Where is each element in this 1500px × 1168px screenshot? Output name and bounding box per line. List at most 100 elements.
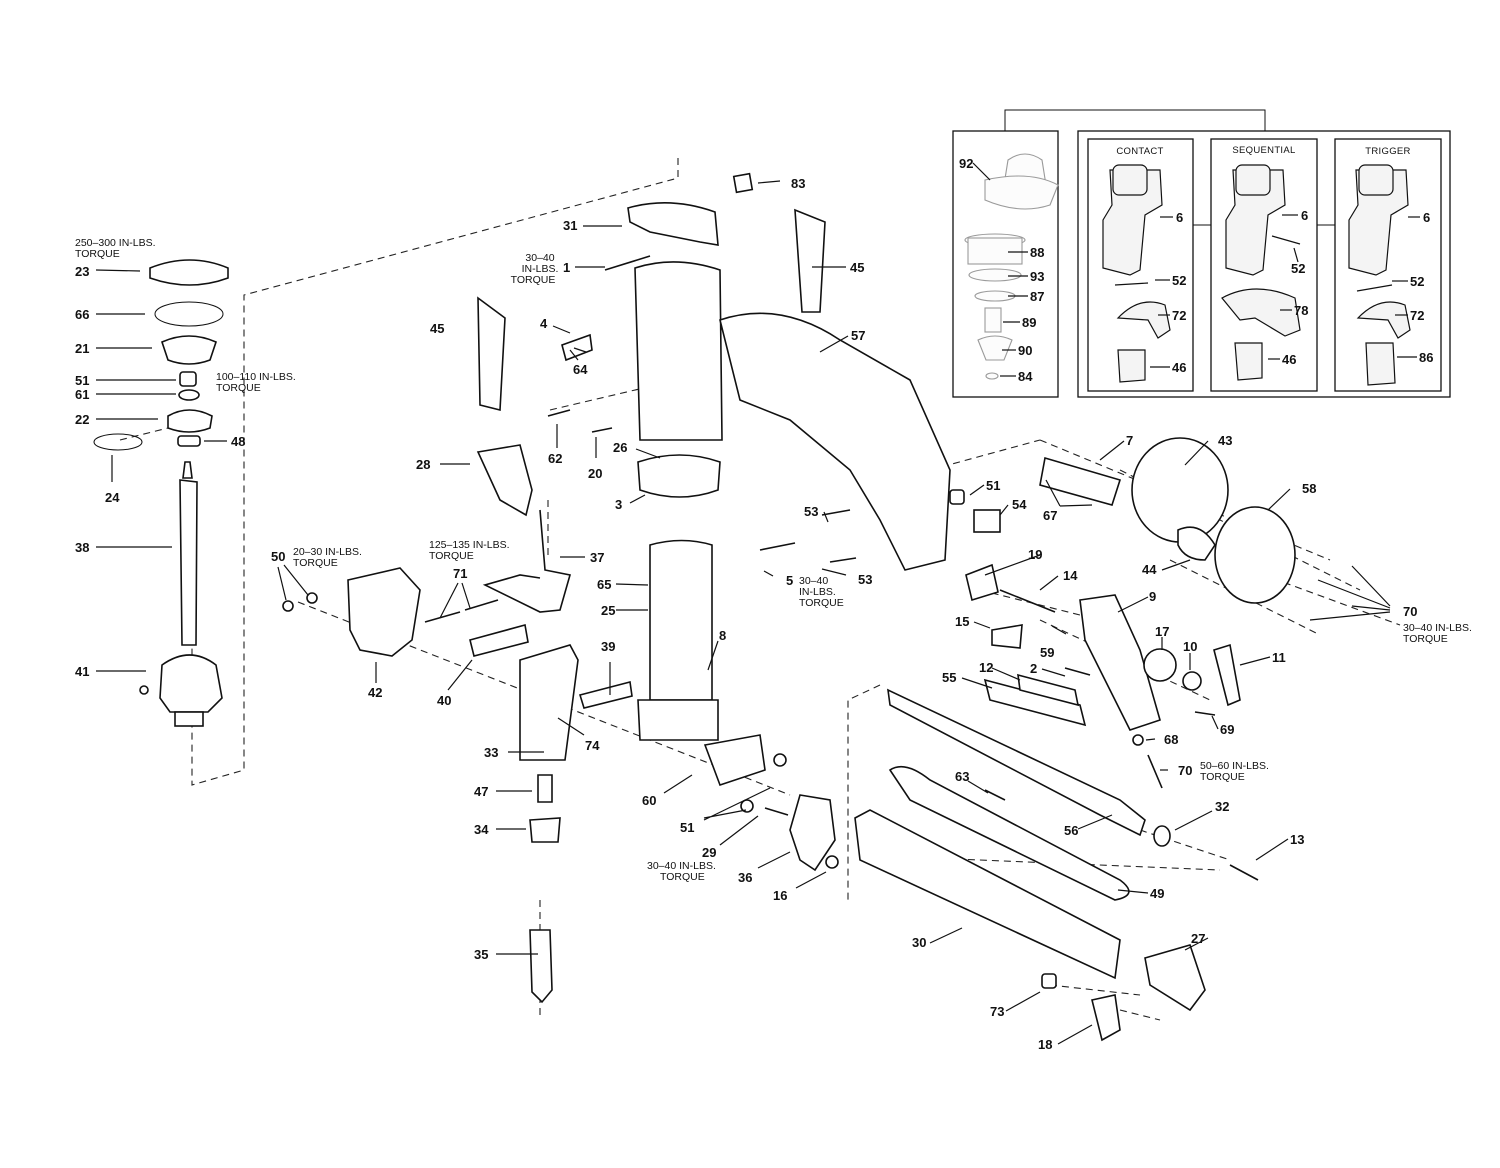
part-label-35: 35 xyxy=(474,947,488,962)
left-piston-stack xyxy=(93,259,229,727)
part-label-15: 15 xyxy=(955,614,969,629)
assembly-guide-lines xyxy=(119,158,1401,1021)
part-label-14: 14 xyxy=(1063,568,1078,583)
torque-note-50-line2: TORQUE xyxy=(293,557,338,569)
upper-body-parts xyxy=(477,172,951,571)
torque-note-70b-line2: TORQUE xyxy=(1200,771,1245,783)
torque-note-70a-line1: 30–40 IN-LBS. xyxy=(1403,622,1472,634)
part-label-70-right: 70 xyxy=(1403,604,1417,619)
part-label-45-right: 45 xyxy=(850,260,864,275)
torque-note-1-line1: 30–40 xyxy=(525,252,554,264)
torque-note-71-line2: TORQUE xyxy=(429,550,474,562)
torque-note-23-line2: TORQUE xyxy=(75,248,120,260)
leader-lines xyxy=(95,162,1420,1045)
part-label-44: 44 xyxy=(1142,562,1157,577)
part-label-57: 57 xyxy=(851,328,865,343)
part-label-90: 90 xyxy=(1018,343,1032,358)
inset-box-cylinder-cap xyxy=(952,130,1059,398)
part-label-32: 32 xyxy=(1215,799,1229,814)
part-label-16: 16 xyxy=(773,888,787,903)
part-label-sequential-78: 78 xyxy=(1294,303,1308,318)
part-label-sequential-46: 46 xyxy=(1282,352,1296,367)
part-label-17: 17 xyxy=(1155,624,1169,639)
part-label-65: 65 xyxy=(597,577,611,592)
part-label-36: 36 xyxy=(738,870,752,885)
mode-title-contact: CONTACT xyxy=(1116,146,1163,157)
torque-note-71-line1: 125–135 IN-LBS. xyxy=(429,539,510,551)
torque-note-1-line3: TORQUE xyxy=(511,274,556,286)
right-body-parts xyxy=(759,437,1296,1042)
part-label-83: 83 xyxy=(791,176,805,191)
part-label-trigger-6: 6 xyxy=(1423,210,1430,225)
inset-cap-parts xyxy=(964,153,1059,380)
inset-bracket xyxy=(952,109,1451,398)
part-label-sequential-52: 52 xyxy=(1291,261,1305,276)
part-label-53-top: 53 xyxy=(804,504,818,519)
part-label-89: 89 xyxy=(1022,315,1036,330)
part-label-40: 40 xyxy=(437,693,451,708)
torque-note-23-line1: 250–300 IN-LBS. xyxy=(75,237,156,249)
part-label-62: 62 xyxy=(548,451,562,466)
part-label-7: 7 xyxy=(1126,433,1133,448)
part-label-3: 3 xyxy=(615,497,622,512)
torque-notes: 250–300 IN-LBS. TORQUE 100–110 IN-LBS. T… xyxy=(75,237,1472,883)
part-label-8: 8 xyxy=(719,628,726,643)
part-label-23: 23 xyxy=(75,264,89,279)
part-label-66: 66 xyxy=(75,307,89,322)
part-label-74: 74 xyxy=(585,738,600,753)
part-label-64: 64 xyxy=(573,362,588,377)
part-label-30: 30 xyxy=(912,935,926,950)
part-label-contact-72: 72 xyxy=(1172,308,1186,323)
middle-body-parts xyxy=(282,444,839,1004)
part-label-26: 26 xyxy=(613,440,627,455)
torque-note-51-line2: TORQUE xyxy=(216,382,261,394)
part-label-45-left: 45 xyxy=(430,321,444,336)
part-label-42: 42 xyxy=(368,685,382,700)
part-label-67: 67 xyxy=(1043,508,1057,523)
part-label-28: 28 xyxy=(416,457,430,472)
part-label-88: 88 xyxy=(1030,245,1044,260)
part-label-87: 87 xyxy=(1030,289,1044,304)
part-label-4: 4 xyxy=(540,316,548,331)
torque-note-70a-line2: TORQUE xyxy=(1403,633,1448,645)
part-label-41: 41 xyxy=(75,664,89,679)
part-label-27: 27 xyxy=(1191,931,1205,946)
part-label-92: 92 xyxy=(959,156,973,171)
part-label-50: 50 xyxy=(271,549,285,564)
part-label-69: 69 xyxy=(1220,722,1234,737)
mode-title-trigger: TRIGGER xyxy=(1365,146,1410,157)
torque-note-5-line3: TORQUE xyxy=(799,597,844,609)
part-labels: 83 31 45 45 1 23 66 21 51 61 22 48 24 38… xyxy=(75,156,1433,1052)
part-label-51-right: 51 xyxy=(986,478,1000,493)
torque-note-5-line1: 30–40 xyxy=(799,575,828,587)
part-label-61: 61 xyxy=(75,387,89,402)
part-label-11: 11 xyxy=(1272,650,1286,665)
inset-contact-parts xyxy=(1102,164,1171,383)
part-label-10: 10 xyxy=(1183,639,1197,654)
part-label-71: 71 xyxy=(453,566,467,581)
part-label-24: 24 xyxy=(105,490,120,505)
part-label-12: 12 xyxy=(979,660,993,675)
part-label-18: 18 xyxy=(1038,1037,1052,1052)
part-label-55: 55 xyxy=(942,670,956,685)
part-label-43: 43 xyxy=(1218,433,1232,448)
part-label-31: 31 xyxy=(563,218,577,233)
part-label-37: 37 xyxy=(590,550,604,565)
part-label-sequential-6: 6 xyxy=(1301,208,1308,223)
inset-box-trigger-modes xyxy=(1077,130,1451,398)
part-label-trigger-72: 72 xyxy=(1410,308,1424,323)
part-label-51-left: 51 xyxy=(75,373,89,388)
torque-note-51-line1: 100–110 IN-LBS. xyxy=(216,371,296,383)
torque-note-29-line1: 30–40 IN-LBS. xyxy=(647,860,716,872)
part-label-47: 47 xyxy=(474,784,488,799)
part-label-60: 60 xyxy=(642,793,656,808)
part-label-38: 38 xyxy=(75,540,89,555)
torque-note-29-line2: TORQUE xyxy=(660,871,705,883)
inset-box-trigger xyxy=(1334,138,1442,392)
part-label-93: 93 xyxy=(1030,269,1044,284)
part-label-63: 63 xyxy=(955,769,969,784)
part-label-48: 48 xyxy=(231,434,245,449)
part-label-58: 58 xyxy=(1302,481,1316,496)
torque-note-1-line2: IN-LBS. xyxy=(522,263,559,275)
